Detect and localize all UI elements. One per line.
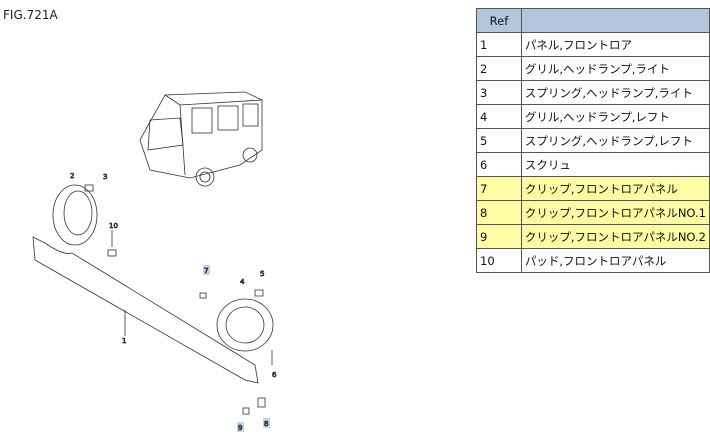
callout-2[interactable]: 2	[70, 172, 75, 181]
small-parts	[84, 184, 273, 415]
callout-5[interactable]: 5	[260, 270, 265, 279]
callout-6[interactable]: 6	[272, 371, 278, 380]
part-name-cell[interactable]: グリル,ヘッドランプ,ライト	[520, 56, 710, 81]
callout-4[interactable]: 4	[240, 278, 246, 287]
part-name-cell[interactable]: クリップ,フロントロアパネルNO.2	[520, 224, 710, 249]
ref-cell: 6	[476, 152, 522, 177]
ref-cell: 3	[476, 80, 522, 105]
ref-cell: 10	[476, 248, 522, 273]
part-name-cell[interactable]: クリップ,フロントロアパネル	[520, 176, 710, 201]
part-name-cell[interactable]: クリップ,フロントロアパネルNO.1	[520, 200, 710, 225]
callout-9[interactable]: 9	[238, 424, 243, 433]
ref-cell: 7	[476, 176, 522, 201]
part-name-cell[interactable]: スクリュ	[520, 152, 710, 177]
callout-7[interactable]: 7	[204, 267, 209, 276]
callout-1[interactable]: 1	[122, 337, 127, 346]
ref-cell: 8	[476, 200, 522, 225]
parts-diagram: 2 3 10 1 7 4 5 6 9 8	[32, 91, 278, 433]
ref-header: Ref	[476, 8, 522, 33]
callout-8[interactable]: 8	[264, 420, 269, 429]
part-name-cell[interactable]: スプリング,ヘッドランプ,レフト	[520, 128, 710, 153]
ref-cell: 5	[476, 128, 522, 153]
name-header	[520, 8, 710, 33]
callout-3[interactable]: 3	[103, 173, 108, 182]
van-illustration	[139, 91, 263, 187]
ref-cell: 1	[476, 32, 522, 57]
ref-cell: 2	[476, 56, 522, 81]
part-name-cell[interactable]: パネル,フロントロア	[520, 32, 710, 57]
front-lower-panel	[32, 184, 274, 384]
ref-cell: 9	[476, 224, 522, 249]
part-name-cell[interactable]: グリル,ヘッドランプ,レフト	[520, 104, 710, 129]
figure-title: FIG.721A	[3, 8, 58, 22]
part-name-cell[interactable]: パッド,フロントロアパネル	[520, 248, 710, 273]
part-name-cell[interactable]: スプリング,ヘッドランプ,ライト	[520, 80, 710, 105]
callout-10[interactable]: 10	[109, 222, 119, 231]
ref-cell: 4	[476, 104, 522, 129]
